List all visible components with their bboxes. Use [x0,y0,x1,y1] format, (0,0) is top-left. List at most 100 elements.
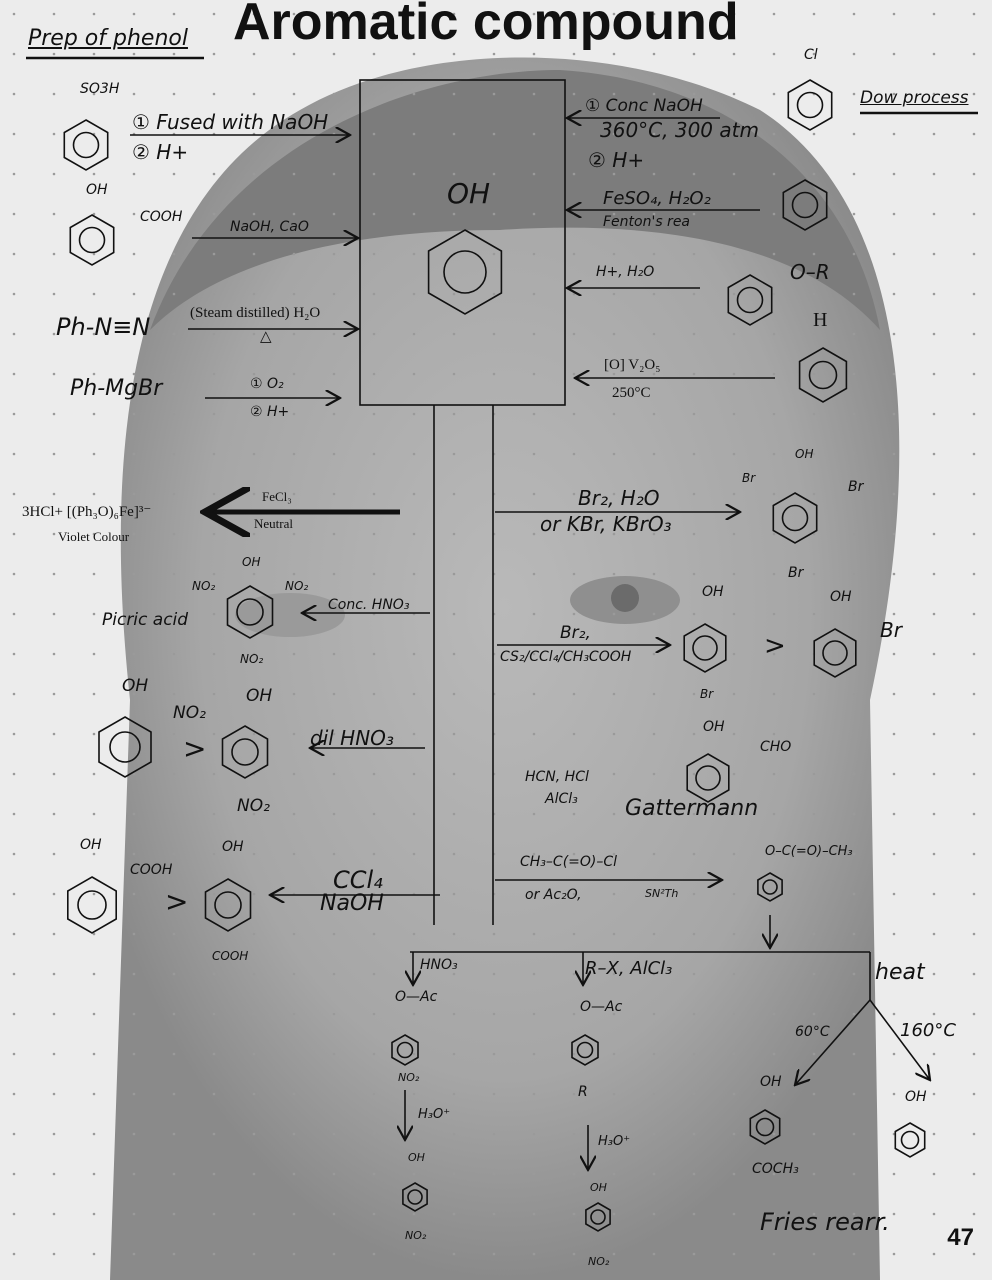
benzene-ring [686,753,730,803]
benzene-ring [782,179,828,231]
oh-label: OH [122,676,149,696]
oh-label: OH [408,1151,425,1164]
fenton-label: Fenton's rea [603,214,691,230]
oh-label: OH [86,182,108,198]
mechanism-label: SN²Th [645,887,679,900]
greater-than: > [764,631,786,661]
benzene-ring [63,119,109,171]
oh-label: OH [80,837,102,853]
br-label: Br [700,687,714,701]
naoh-label: NaOH [320,891,384,916]
aromatic-circle [576,1041,594,1059]
benzene-ring [772,492,818,544]
no2-label: NO₂ [240,652,264,666]
h-label: H [813,309,828,331]
cl-label: Cl [804,47,818,63]
aromatic-circle [692,635,718,661]
benzene-ring [787,79,833,131]
no2-label: NO₂ [398,1071,420,1084]
benzene-ring [571,1034,599,1066]
br-label: Br [742,471,756,485]
aromatic-circle [78,226,106,254]
fecl3-product: 3HCl+ [(Ph₃O)₆Fe]³⁻ [22,504,152,520]
benzene-ring [585,1202,611,1232]
oh-label: OH [830,589,852,605]
section-heading: Prep of phenol [28,26,188,51]
oh-label: OH [242,555,261,569]
aromatic-circle [72,131,100,159]
heading-underline [26,56,978,115]
ccl4-label: CCl₄ [333,866,383,894]
kbr-label: or KBr, KBrO₃ [540,512,672,536]
greater-than: > [165,885,189,918]
fused-naoh-label: ① Fused with NaOH [132,110,329,134]
rx-alcl3-label: R–X, AlCl₃ [585,958,673,979]
steam-label: (Steam distilled) H₂O [190,305,321,321]
temp-label: 250°C [612,385,651,401]
oac-label: O—Ac [580,999,623,1015]
oh-label: OH [246,686,273,706]
oh-label: OH [760,1074,782,1090]
arrows [130,118,930,1170]
dow-process-label: Dow process [860,88,969,108]
no2-label: NO₂ [405,1229,427,1242]
cho-label: CHO [760,739,792,755]
aromatic-circle [407,1189,423,1205]
benzene-ring [683,623,727,673]
page-title: Aromatic compound [233,0,739,51]
ether-reagent: H+, H₂O [596,264,655,280]
neutral-label: Neutral [254,516,293,531]
h3o-label: H₃O⁺ [598,1134,631,1149]
no2-label: NO₂ [237,796,270,816]
violet-colour-label: Violet Colour [58,529,130,544]
picric-acid-label: Picric acid [102,610,189,630]
cooh-label: COOH [140,209,183,225]
aromatic-circle [590,1209,606,1225]
cooh-label: COOH [130,862,173,878]
v2o5-label: [O] V₂O₅ [604,357,661,373]
aromatic-circle [900,1130,920,1150]
oh-label: OH [702,584,724,600]
hcn-hcl-label: HCN, HCl [525,769,589,785]
60c-label: 60°C [795,1024,830,1040]
heat-symbol: △ [260,329,272,345]
benzene-ring [98,716,152,778]
greater-than: > [183,732,207,765]
oh-label: OH [703,719,725,735]
br2-water-label: Br₂, H₂O [578,486,660,510]
r-label: R [578,1084,588,1100]
no2-label: NO₂ [285,579,309,593]
o2-step: ① O₂ [250,376,284,392]
aromatic-circle [781,504,809,532]
aromatic-circle [755,1117,775,1137]
hno3-label: HNO₃ [420,957,458,973]
ether-group: O–R [790,260,830,284]
cooh-label: COOH [212,949,249,963]
diazonium-label: Ph-N≡N [56,313,151,341]
alcl3-label: AlCl₃ [545,791,578,807]
benzene-ring [67,876,117,934]
benzene-ring [757,872,783,902]
solvent-label: CS₂/CCl₄/CH₃COOH [500,649,632,665]
aromatic-circle [808,360,838,390]
oh-label: OH [905,1089,927,1105]
160c-label: 160°C [900,1020,956,1041]
aromatic-circle [796,91,824,119]
gattermann-label: Gattermann [625,796,759,821]
fenton-reagent: FeSO₄, H₂O₂ [603,188,711,209]
so3h-label: SO3H [80,81,120,97]
coch3-label: COCH₃ [752,1161,799,1177]
oh-label: OH [222,839,244,855]
aromatic-circle [736,286,764,314]
aromatic-circle [109,731,141,763]
acid-step-label: ② H+ [132,140,189,164]
aromatic-circle [396,1041,414,1059]
aromatic-circle [77,890,107,920]
h-step: ② H+ [250,404,290,420]
aromatic-circle [236,598,264,626]
benzene-ring [749,1109,781,1145]
benzene-ring [226,585,274,639]
oh-label: OH [590,1181,607,1194]
benzene-ring [391,1034,419,1066]
heat-label: heat [875,960,925,985]
